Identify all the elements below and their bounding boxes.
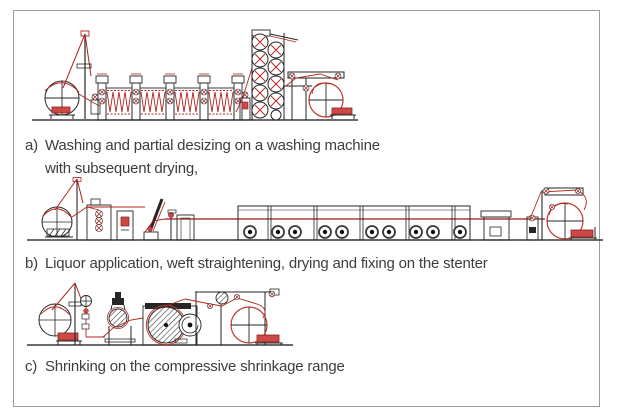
drying-cylinder-stack xyxy=(251,29,312,121)
caption-a-label: a) xyxy=(25,137,38,154)
diagram-b xyxy=(25,177,605,243)
batch-unwinder-c xyxy=(38,282,105,345)
caption-b-label: b) xyxy=(25,255,38,272)
caption-c-label: c) xyxy=(25,358,38,375)
stenter-body xyxy=(237,205,471,241)
weft-straightener xyxy=(143,198,166,241)
stenter-entry xyxy=(167,209,195,241)
compressive-shrinkage-range-illustration xyxy=(27,282,293,346)
batcher-c xyxy=(165,288,283,345)
washing-compartments xyxy=(95,73,245,121)
stenter-line-illustration xyxy=(27,177,603,241)
batch-unwinder-b xyxy=(41,177,84,240)
applicator-box xyxy=(116,210,134,241)
transfer-stand xyxy=(235,67,253,121)
caption-c-text: Shrinking on the compressive shrinkage r… xyxy=(45,358,345,375)
batcher-a xyxy=(285,71,356,120)
caption-b-text: Liquor application, weft straightening, … xyxy=(45,255,488,272)
diagram-c xyxy=(25,282,295,348)
steaming-unit xyxy=(102,292,144,345)
shrinkage-drum-unit xyxy=(142,303,202,346)
caption-a: a) Washing and partial desizing on a was… xyxy=(25,134,380,180)
batcher-b xyxy=(526,187,597,241)
batch-unwinder xyxy=(44,30,101,119)
caption-b: b) Liquor application, weft straightenin… xyxy=(25,252,488,275)
washing-machine-with-drying-illustration xyxy=(32,29,358,121)
diagram-a xyxy=(30,28,360,124)
caption-a-text: Washing and partial desizing on a washin… xyxy=(45,137,380,177)
exit-unit xyxy=(480,210,512,241)
liquor-padder xyxy=(71,198,145,241)
caption-c: c) Shrinking on the compressive shrinkag… xyxy=(25,355,345,378)
